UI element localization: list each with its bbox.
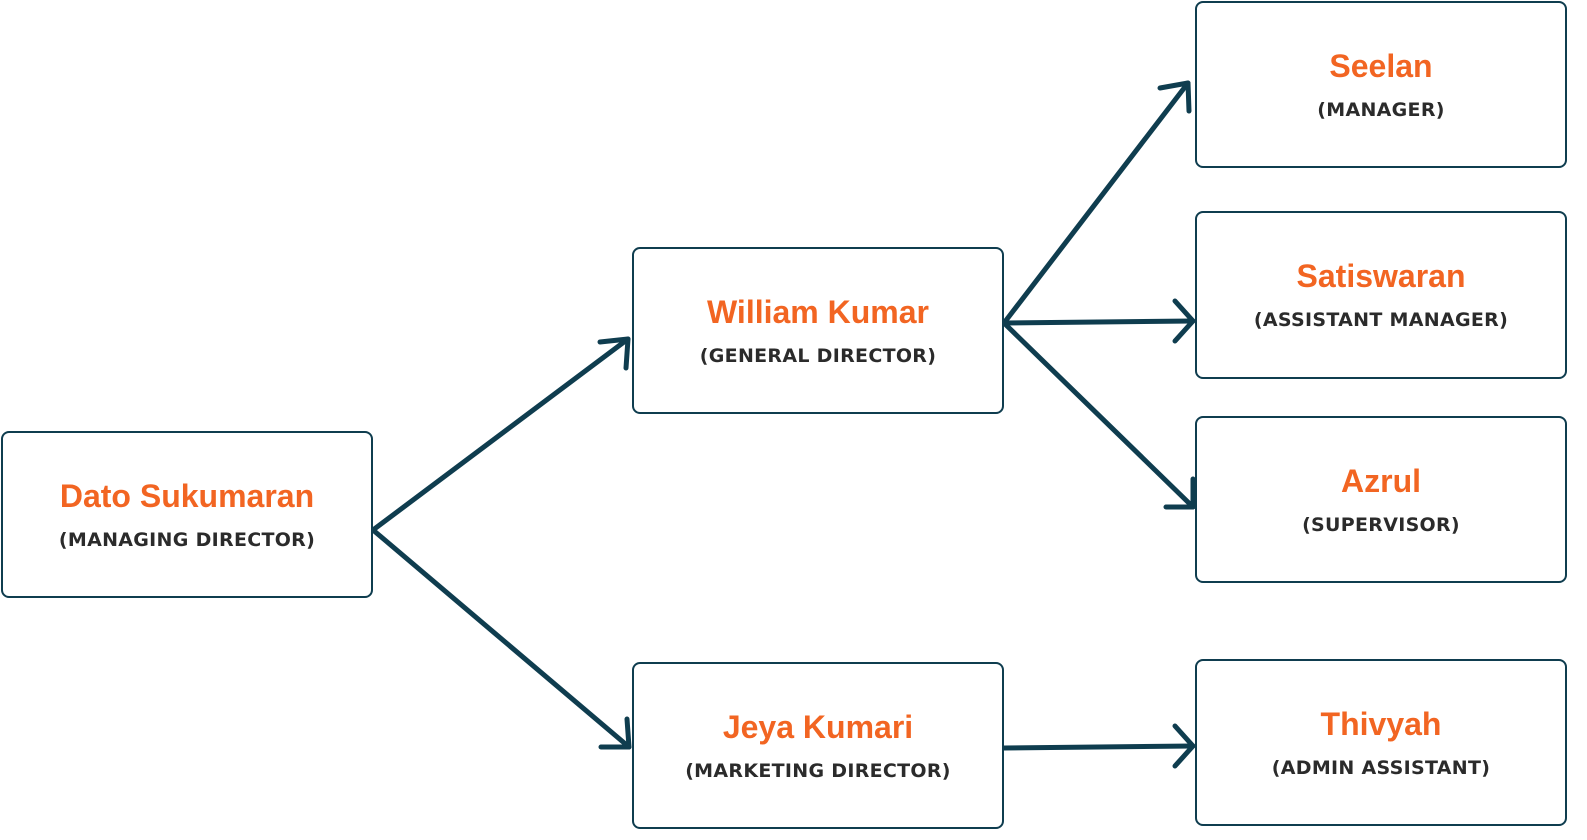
- node-satiswaran: Satiswaran (ASSISTANT MANAGER): [1195, 211, 1567, 379]
- node-name: Dato Sukumaran: [59, 477, 315, 514]
- arrowhead-thivyah: [1172, 723, 1196, 769]
- arrow-william-to-azrul: [1001, 320, 1196, 510]
- arrowhead-william: [597, 336, 631, 371]
- arrow-dato-to-william: [370, 336, 631, 533]
- arrowhead-satis: [1172, 298, 1196, 344]
- arrowhead-seelan: [1157, 80, 1192, 114]
- node-name: William Kumar: [707, 293, 929, 330]
- node-role: (ADMIN ASSISTANT): [1271, 756, 1491, 779]
- node-name: Satiswaran: [1296, 258, 1466, 294]
- node-thivyah: Thivyah (ADMIN ASSISTANT): [1195, 659, 1567, 826]
- node-name: Thivyah: [1320, 705, 1442, 742]
- node-jeya-kumari: Jeya Kumari (MARKETING DIRECTOR): [632, 662, 1004, 829]
- node-seelan: Seelan (MANAGER): [1195, 1, 1567, 168]
- node-name: Jeya Kumari: [722, 708, 914, 745]
- arrow-dato-to-jeya: [370, 527, 632, 750]
- node-role: (SUPERVISOR): [1302, 513, 1460, 536]
- arrow-william-to-seelan: [1001, 80, 1191, 326]
- node-dato-sukumaran: Dato Sukumaran (MANAGING DIRECTOR): [1, 431, 373, 598]
- arrowhead-azrul: [1163, 476, 1196, 510]
- node-role: (GENERAL DIRECTOR): [699, 344, 937, 367]
- arrowhead-jeya: [598, 716, 632, 750]
- node-role: (ASSISTANT MANAGER): [1253, 309, 1509, 331]
- node-role: (MANAGER): [1317, 98, 1445, 121]
- node-role: (MARKETING DIRECTOR): [685, 759, 951, 782]
- node-name: Azrul: [1341, 462, 1421, 499]
- arrow-william-to-satis: [1001, 318, 1196, 326]
- node-role: (MANAGING DIRECTOR): [58, 528, 316, 551]
- arrow-jeya-to-thivyah: [1001, 743, 1196, 751]
- node-name: Seelan: [1329, 47, 1433, 84]
- node-azrul: Azrul (SUPERVISOR): [1195, 416, 1567, 583]
- node-william-kumar: William Kumar (GENERAL DIRECTOR): [632, 247, 1004, 414]
